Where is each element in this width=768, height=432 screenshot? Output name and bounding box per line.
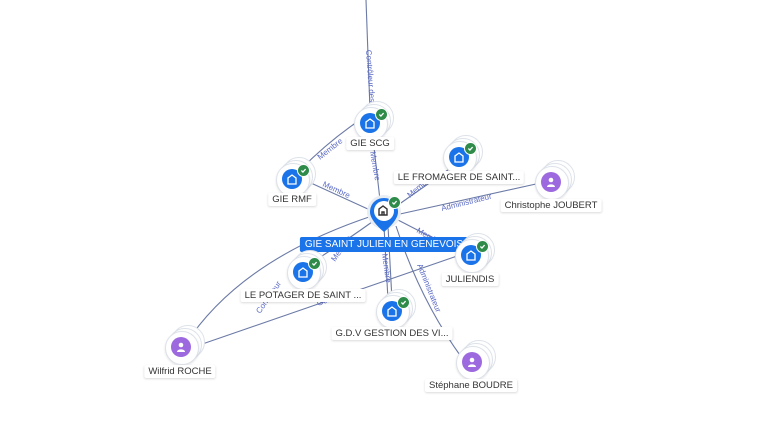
edge-label-scg: Membre (368, 151, 382, 182)
center-node[interactable] (366, 194, 402, 238)
node-boudre[interactable] (456, 340, 496, 383)
node-roche[interactable] (165, 325, 205, 368)
verified-check-icon (308, 257, 321, 270)
edge-label-rmf-scg: Membre (316, 136, 345, 161)
building-icon (461, 245, 481, 265)
node-roche-label[interactable]: Wilfrid ROCHE (144, 365, 216, 378)
node-gie-scg[interactable] (354, 101, 394, 144)
node-joubert-label[interactable]: Christophe JOUBERT (500, 199, 602, 212)
edge-roche-potager (184, 215, 373, 346)
edge-joubert-center (399, 181, 546, 215)
building-icon (382, 301, 402, 321)
verified-check-icon (375, 108, 388, 121)
node-joubert[interactable] (535, 160, 575, 203)
building-icon (282, 169, 302, 189)
building-icon (449, 147, 469, 167)
edge-top (365, 0, 371, 111)
building-icon (360, 113, 380, 133)
verified-check-icon (464, 142, 477, 155)
verified-check-icon (297, 164, 310, 177)
edge-label-gdv: Membre (380, 253, 393, 284)
node-potager-label[interactable]: LE POTAGER DE SAINT ... (240, 289, 366, 302)
verified-check-icon (397, 296, 410, 309)
center-node-label[interactable]: GIE SAINT JULIEN EN GENEVOIS (299, 237, 469, 252)
person-icon (171, 337, 191, 357)
edge-label-joubert: Administrateur (440, 192, 493, 213)
verified-check-icon (476, 240, 489, 253)
person-icon (541, 172, 561, 192)
node-fromager[interactable] (443, 135, 483, 178)
node-fromager-label[interactable]: LE FROMAGER DE SAINT... (393, 171, 525, 184)
node-gdv-label[interactable]: G.D.V GESTION DES VI... (331, 327, 453, 340)
node-gie-rmf-label[interactable]: GIE RMF (268, 193, 316, 206)
node-potager[interactable] (287, 250, 327, 293)
verified-check-icon (388, 196, 401, 209)
node-gie-scg-label[interactable]: GIE SCG (346, 137, 394, 150)
node-gdv[interactable] (376, 289, 416, 332)
node-juliendis-label[interactable]: JULIENDIS (441, 273, 499, 286)
person-icon (462, 352, 482, 372)
node-boudre-label[interactable]: Stéphane BOUDRE (425, 379, 517, 392)
edge-label-top: Contrôleur des (364, 50, 377, 103)
node-juliendis[interactable] (455, 233, 495, 276)
building-icon (293, 262, 313, 282)
edge-label-boudre: Administrateur (415, 262, 443, 314)
